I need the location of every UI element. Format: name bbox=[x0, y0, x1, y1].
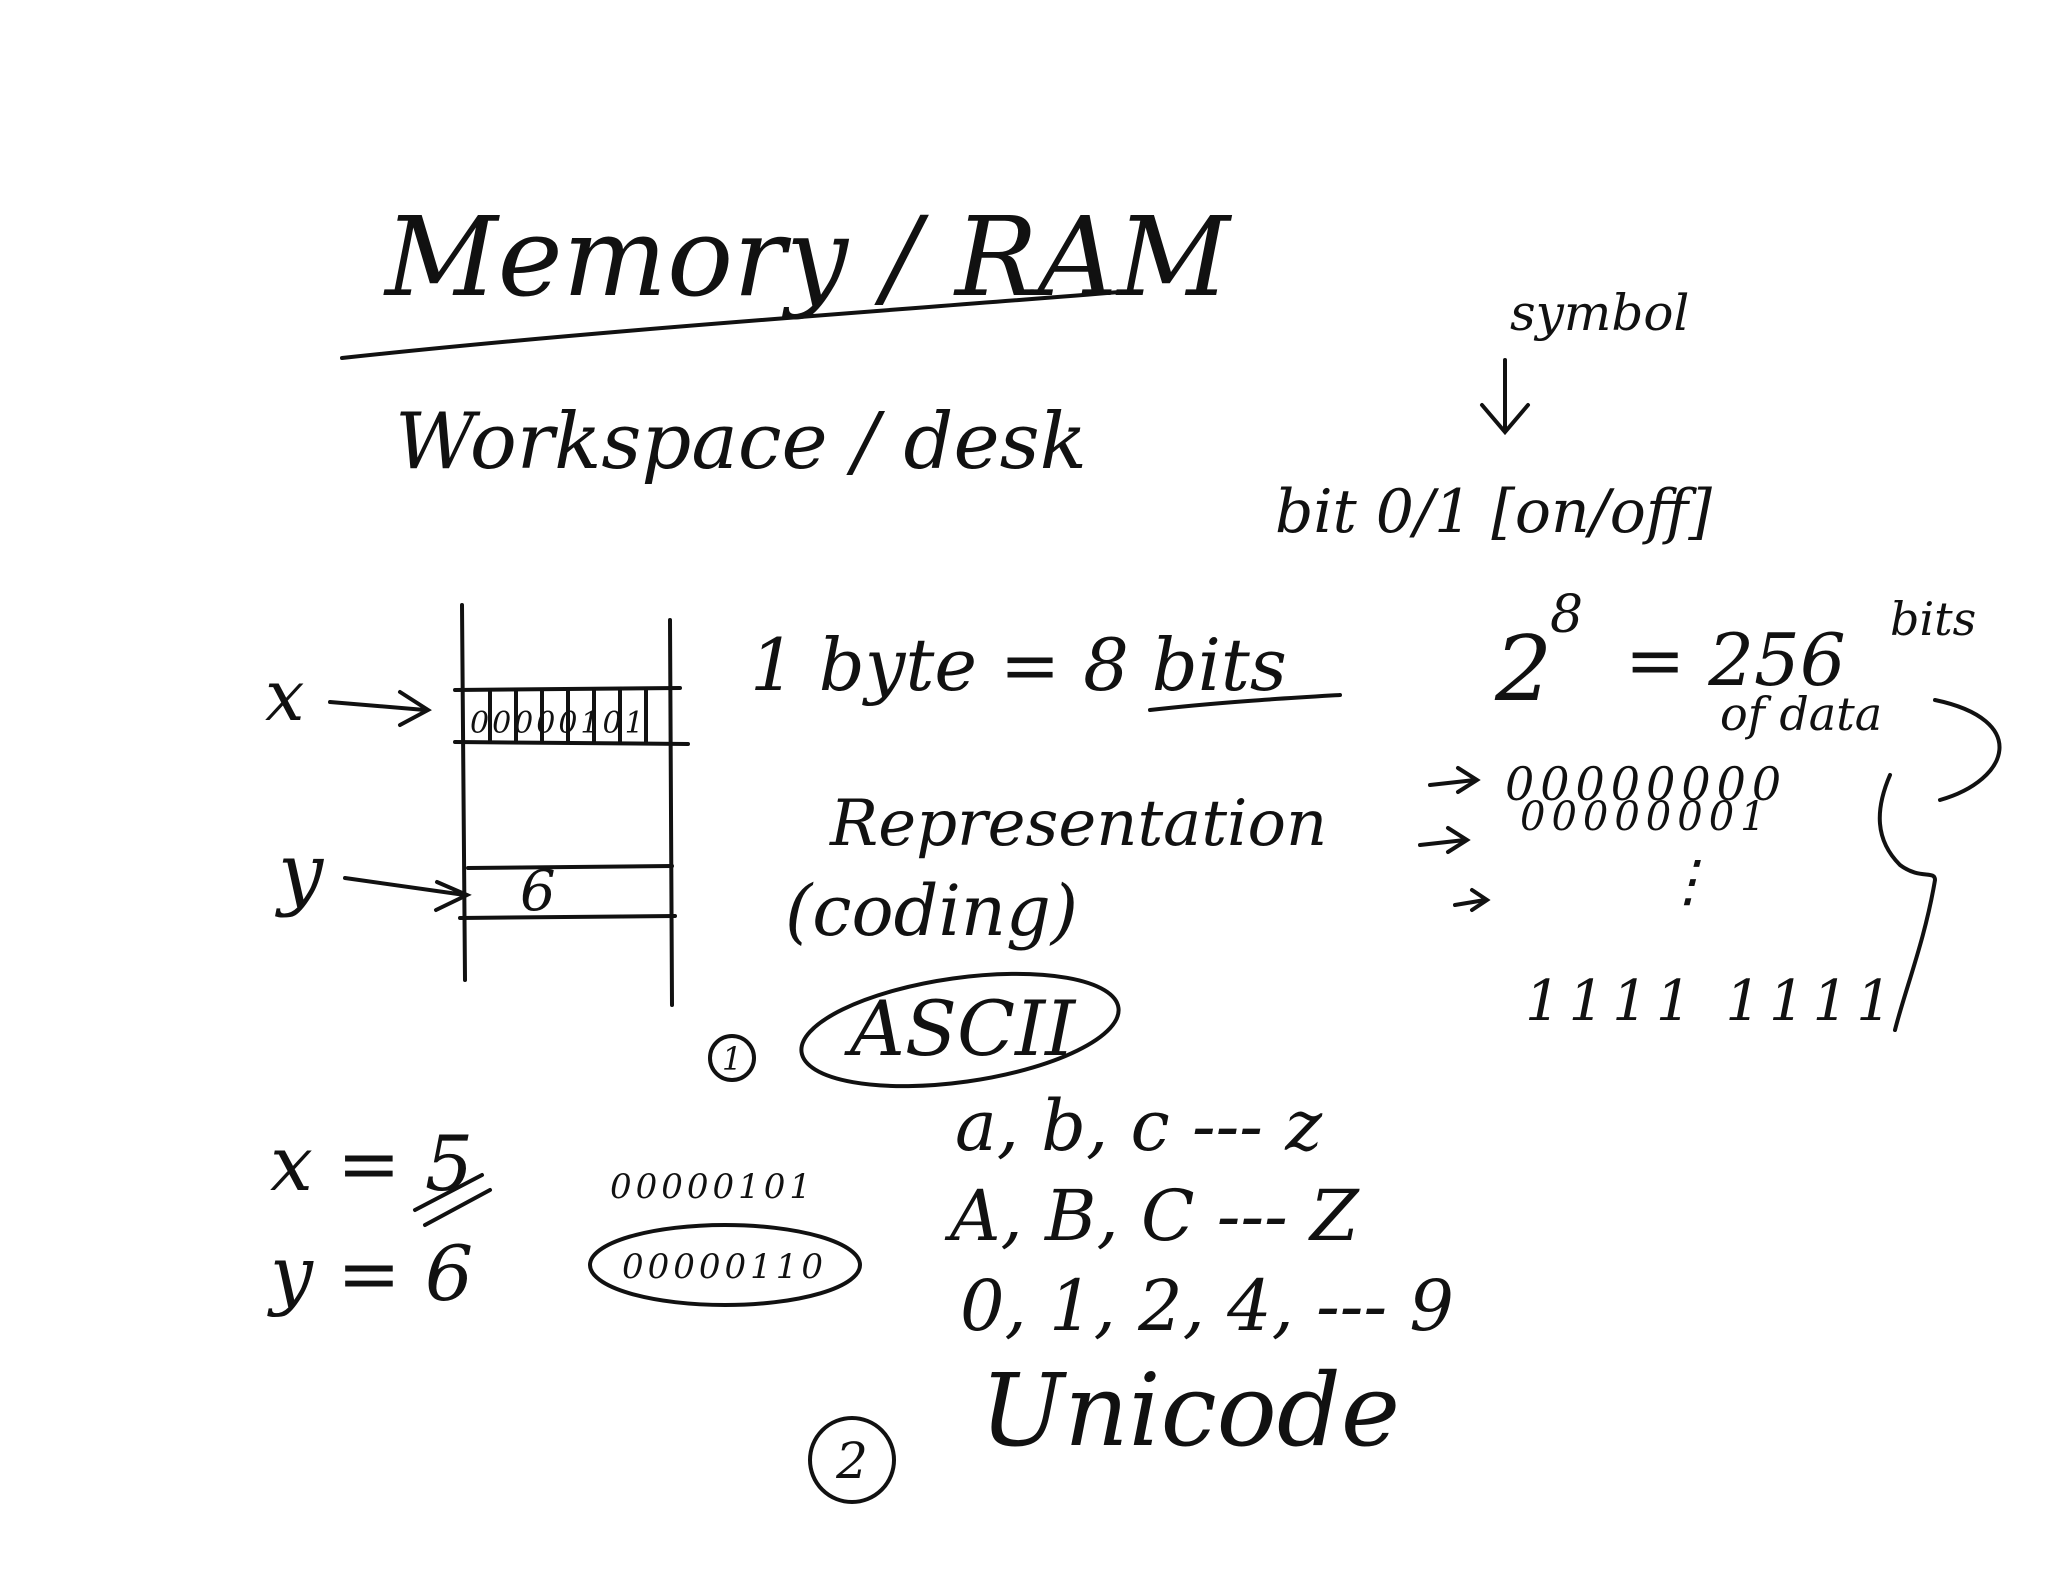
bits-underline bbox=[1148, 693, 1342, 712]
ascii-number: 1 bbox=[722, 1040, 742, 1078]
title-underline bbox=[340, 290, 1122, 360]
coding-label: (coding) bbox=[785, 870, 1078, 952]
x-variable-label: x bbox=[265, 655, 304, 737]
x-cell-bits: 00000101 bbox=[470, 706, 647, 741]
y-binary: 00000110 bbox=[622, 1247, 827, 1287]
y-variable-label: y bbox=[275, 826, 325, 919]
binary-last: 1111 1111 bbox=[1525, 969, 1900, 1034]
number-one-circle bbox=[708, 1034, 756, 1082]
down-arrow-icon bbox=[1480, 358, 1530, 436]
x-assignment: x = 5 bbox=[270, 1119, 473, 1208]
binary-dots: ⋮ bbox=[1660, 849, 1716, 914]
x-pointer-arrow bbox=[328, 690, 432, 727]
curved-link-arrow bbox=[1933, 698, 2002, 802]
y-pointer-arrow bbox=[343, 876, 472, 912]
y-cell-value: 6 bbox=[520, 859, 556, 924]
page-title: Memory / RAM bbox=[383, 193, 1232, 321]
digits-set: 0, 1, 2, 4, --- 9 bbox=[960, 1265, 1454, 1347]
bit-dividers bbox=[488, 688, 648, 744]
lowercase-set: a, b, c --- z bbox=[955, 1085, 1323, 1167]
binary-second: 00000001 bbox=[1520, 794, 1772, 840]
subtitle: Workspace / desk bbox=[395, 397, 1087, 487]
list-arrows bbox=[1418, 766, 1491, 912]
y-binary-circle bbox=[588, 1223, 862, 1307]
y-assignment: y = 6 bbox=[267, 1229, 473, 1318]
representation-label: Representation bbox=[829, 787, 1327, 861]
number-two-circle bbox=[808, 1416, 896, 1504]
y-cell-bottom bbox=[458, 914, 677, 920]
power-suffix-data: of data bbox=[1720, 687, 1882, 741]
byte-equation: 1 byte = 8 bits bbox=[750, 623, 1287, 707]
ascii-circle bbox=[799, 971, 1121, 1089]
x-cell-bottom bbox=[453, 740, 690, 746]
memory-diagram bbox=[328, 603, 690, 1007]
memory-right-edge bbox=[668, 618, 674, 1007]
power-base: 2 bbox=[1494, 617, 1552, 722]
y-cell-top bbox=[466, 864, 674, 870]
bit-definition: bit 0/1 [on/off] bbox=[1275, 477, 1712, 547]
unicode-number: 2 bbox=[835, 1432, 868, 1490]
memory-left-edge bbox=[460, 603, 467, 982]
power-exponent: 8 bbox=[1550, 585, 1583, 645]
unicode-label: Unicode bbox=[980, 1352, 1400, 1469]
symbol-label: symbol bbox=[1510, 284, 1689, 342]
uppercase-set: A, B, C --- Z bbox=[944, 1175, 1360, 1257]
double-underline bbox=[413, 1173, 492, 1227]
power-result: = 256 bbox=[1625, 618, 1846, 702]
x-binary: 00000101 bbox=[610, 1167, 815, 1207]
range-brace bbox=[1877, 773, 1938, 1032]
binary-first: 00000000 bbox=[1505, 757, 1787, 811]
ascii-label: ASCII bbox=[844, 984, 1077, 1073]
power-suffix-bits: bits bbox=[1890, 592, 1976, 646]
